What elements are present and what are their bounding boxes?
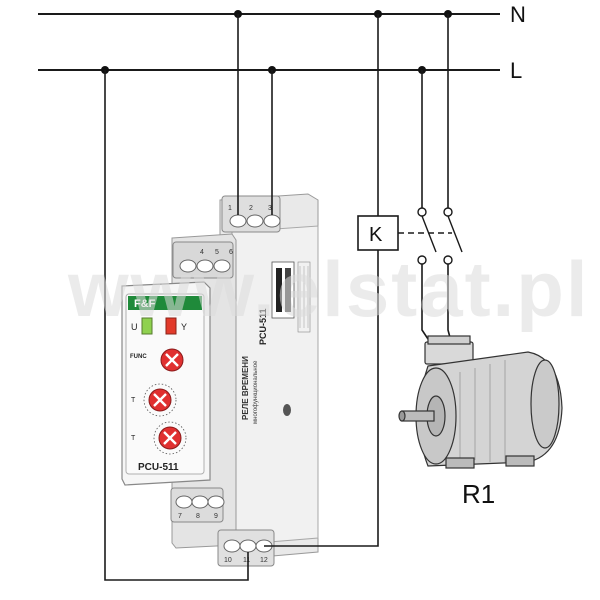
watermark: www.elstat.pl xyxy=(67,245,590,333)
side-schematic-graphic xyxy=(271,261,311,416)
led-output-label: Y xyxy=(181,322,187,332)
terminal-number: 6 xyxy=(229,249,233,256)
terminal-number: 2 xyxy=(249,205,253,212)
contactor-contacts xyxy=(398,207,463,265)
model-label-front: PCU-511 xyxy=(138,462,179,473)
terminal-screw xyxy=(191,495,209,509)
terminal-number: 5 xyxy=(215,249,219,256)
terminal-number: 3 xyxy=(268,205,272,212)
supply-lines xyxy=(38,13,500,71)
neutral-label: N xyxy=(510,2,526,27)
terminal-screw xyxy=(213,259,231,273)
terminal-screw xyxy=(175,495,193,509)
terminal-screw xyxy=(239,539,257,553)
motor-foot xyxy=(445,457,475,469)
time-range-dial-scale xyxy=(143,383,187,455)
live-label: L xyxy=(510,58,522,83)
terminal-screw xyxy=(207,495,225,509)
side-text-subtitle: многофункциональное xyxy=(253,360,259,424)
led-power xyxy=(141,317,153,335)
side-text-title: РЕЛЕ ВРЕМЕНИ xyxy=(241,356,250,420)
terminal-number: 12 xyxy=(260,557,268,564)
brand-bar xyxy=(128,296,202,310)
terminal-screw xyxy=(179,259,197,273)
wire-l-terminal-11 xyxy=(104,70,249,581)
led-output xyxy=(165,317,177,335)
relay-coil-label: K xyxy=(369,224,383,246)
motor-graphic xyxy=(398,335,563,469)
side-model-label: PCU-511 xyxy=(258,308,268,345)
terminal-screw xyxy=(246,214,264,228)
terminal-number: 9 xyxy=(214,513,218,520)
terminal-screw xyxy=(263,214,281,228)
led-power-label: U xyxy=(131,322,138,332)
relay-device: 1 2 3 4 5 6 7 8 9 10 11 12 F&F U Y FUNC xyxy=(121,193,319,567)
terminal-screw xyxy=(223,539,241,553)
func-knob[interactable] xyxy=(160,348,184,372)
terminal-number: 11 xyxy=(243,557,250,564)
terminal-number: 1 xyxy=(228,205,232,212)
t-fine-label: T xyxy=(131,435,136,442)
terminal-screw xyxy=(229,214,247,228)
front-panel xyxy=(125,293,205,475)
time-fine-knob[interactable] xyxy=(158,426,182,450)
wire-terminal-12-coil xyxy=(264,250,379,547)
terminal-number: 8 xyxy=(196,513,200,520)
motor-shaft xyxy=(401,410,435,422)
junction-dots xyxy=(101,10,452,74)
motor-label: R1 xyxy=(462,479,495,509)
terminal-number: 10 xyxy=(224,557,232,564)
terminal-number: 4 xyxy=(200,249,204,256)
t-range-label: T xyxy=(131,397,136,404)
time-range-knob[interactable] xyxy=(148,388,172,412)
func-label: FUNC xyxy=(130,354,147,360)
brand-logo: F&F xyxy=(134,298,156,310)
terminal-screw xyxy=(196,259,214,273)
terminal-number: 7 xyxy=(178,513,182,520)
terminal-screws xyxy=(175,214,281,553)
relay-coil-box xyxy=(357,215,399,251)
